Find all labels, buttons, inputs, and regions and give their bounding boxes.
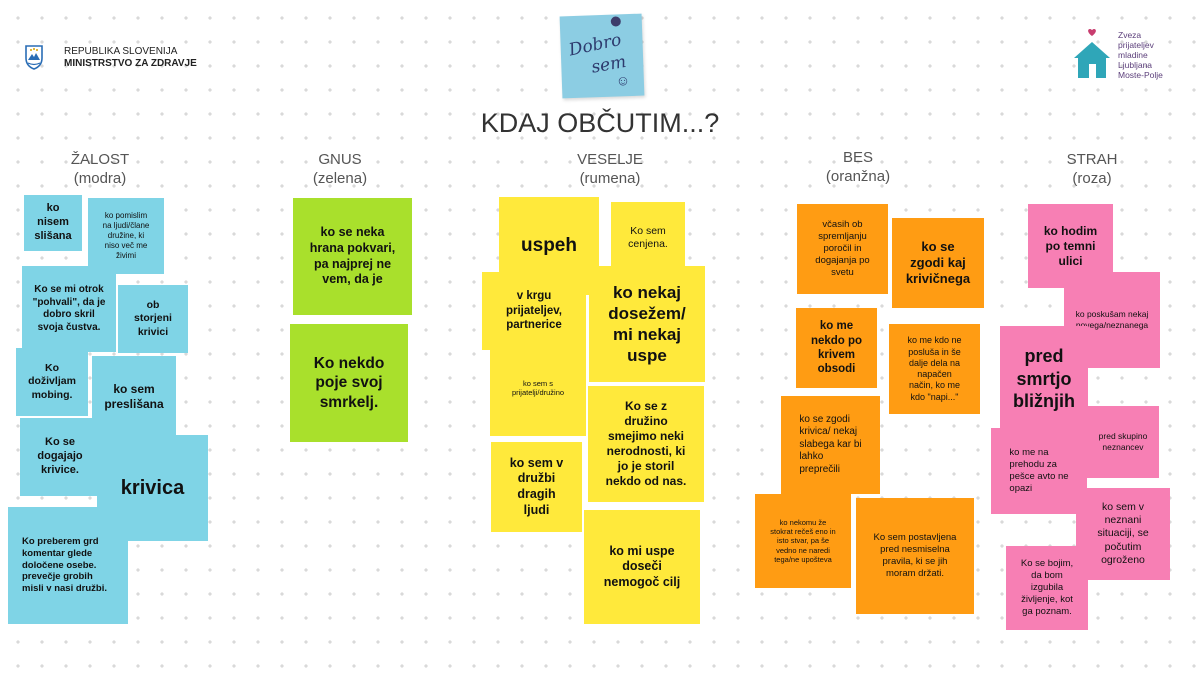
- org-line-3: mladine: [1118, 50, 1148, 60]
- sticky-note: ko se neka hrana pokvari, pa najprej ne …: [293, 198, 412, 315]
- sticky-note: ko nekaj dosežem/ mi nekaj uspe: [589, 266, 705, 382]
- column-heading-strah: STRAH (roza): [1032, 150, 1152, 188]
- sticky-note: Ko sem postavljena pred nesmiselna pravi…: [856, 498, 974, 614]
- sticky-note: pred smrtjo bližnjih: [1000, 326, 1088, 432]
- sticky-note: Ko se z družino smejimo neki nerodnosti,…: [588, 386, 704, 502]
- column-color: (zelena): [312, 170, 368, 187]
- column-name: VESELJE: [577, 151, 643, 168]
- org-line-4: Ljubljana: [1118, 60, 1153, 70]
- dobro-sem-logo: Dobro sem ☺: [559, 13, 645, 99]
- sticky-note: Ko doživljam mobing.: [16, 348, 88, 416]
- sticky-note: ko se zgodi krivica/ nekaj slabega kar b…: [781, 396, 880, 494]
- sticky-note: Ko sem cenjena.: [611, 202, 685, 274]
- column-heading-bes: BES (oranžna): [798, 148, 918, 186]
- column-color: (modra): [73, 170, 127, 187]
- sticky-note: ko se zgodi kaj krivičnega: [892, 218, 984, 308]
- house-heart-icon: [1074, 28, 1110, 78]
- sticky-note: ob storjeni krivici: [118, 285, 188, 353]
- column-name: ŽALOST: [70, 151, 130, 168]
- sticky-note: ko sem preslišana: [92, 356, 176, 438]
- sticky-note: Ko se mi otrok "pohvali", da je dobro sk…: [22, 266, 116, 352]
- smile-icon: ☺: [615, 72, 631, 89]
- column-color: (rumena): [579, 170, 641, 187]
- column-name: GNUS: [318, 151, 362, 168]
- column-heading-gnus: GNUS (zelena): [280, 150, 400, 188]
- ministry-line-1: REPUBLIKA SLOVENIJA: [64, 46, 178, 57]
- sticky-note: ko me kdo ne posluša in še dalje dela na…: [889, 324, 980, 414]
- sticky-note: ko sem v neznani situaciji, se počutim o…: [1076, 488, 1170, 580]
- sticky-note: ko nisem slišana: [24, 195, 82, 251]
- sticky-note: včasih ob spremljanju poročil in dogajan…: [797, 204, 888, 294]
- sticky-note: ko me nekdo po krivem obsodi: [796, 308, 877, 388]
- org-line-1: Zveza: [1118, 30, 1142, 40]
- sticky-note: ko mi uspe doseči nemogoč cilj: [584, 510, 700, 624]
- org-logo: Zveza prijateljev mladine Ljubljana Most…: [1072, 28, 1182, 84]
- sticky-note: pred skupino neznancev: [1087, 406, 1159, 478]
- sticky-note: Ko preberem grd komentar glede določene …: [8, 507, 128, 624]
- sticky-note: ko sem s prijatelji/družino: [490, 340, 586, 436]
- column-heading-veselje: VESELJE (rumena): [550, 150, 670, 188]
- sticky-note: ko sem v družbi dragih ljudi: [491, 442, 582, 532]
- sticky-note: ko pomislim na ljudi/člane družine, ki n…: [88, 198, 164, 274]
- sticky-note: Ko se dogajajo krivice.: [20, 418, 100, 496]
- coat-of-arms-icon: [25, 45, 43, 70]
- column-heading-zalost: ŽALOST (modra): [40, 150, 160, 188]
- sticky-note: Ko se bojim, da bom izgubila življenje, …: [1006, 546, 1088, 630]
- column-name: STRAH: [1066, 151, 1118, 168]
- page-title: KDAJ OBČUTIM...?: [480, 108, 720, 138]
- ministry-logo: REPUBLIKA SLOVENIJA MINISTRSTVO ZA ZDRAV…: [24, 44, 197, 74]
- column-color: (roza): [1072, 170, 1112, 187]
- column-name: BES: [842, 149, 873, 166]
- pin-icon: [610, 16, 621, 27]
- sticky-note: ko nekomu že stokrat rečeš eno in isto s…: [755, 494, 851, 588]
- sticky-note: Ko nekdo poje svoj smrkelj.: [290, 324, 408, 442]
- org-line-5: Moste-Polje: [1118, 70, 1163, 80]
- ministry-line-2: MINISTRSTVO ZA ZDRAVJE: [64, 58, 197, 69]
- sticky-note: v krgu prijateljev, partnerice: [482, 272, 586, 350]
- sticky-note: ko me na prehodu za pešce avto ne opazi: [991, 428, 1087, 514]
- column-color: (oranžna): [825, 168, 891, 185]
- org-line-2: prijateljev: [1118, 40, 1154, 50]
